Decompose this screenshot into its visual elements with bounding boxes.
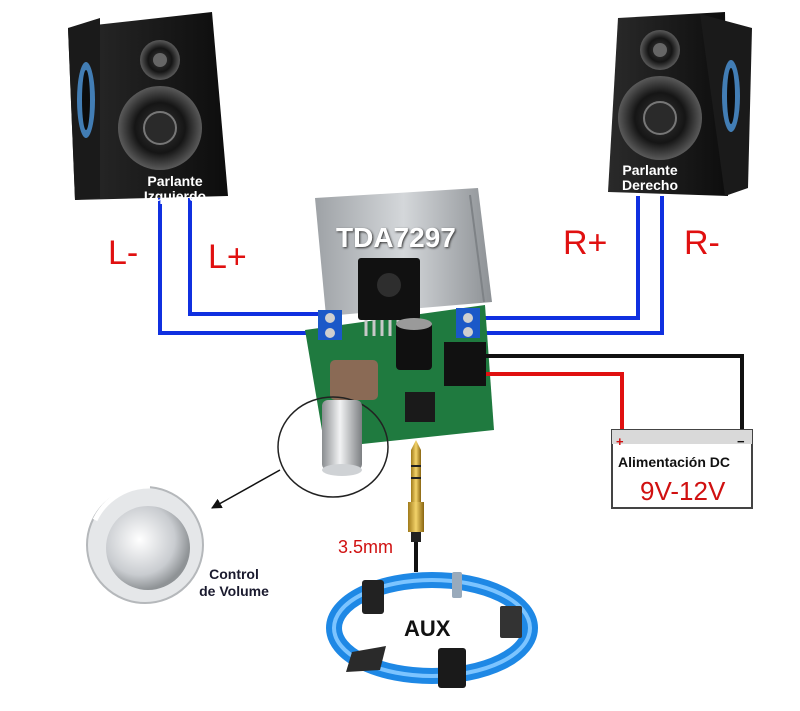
laptop-icon (346, 646, 386, 672)
wire-l-minus (158, 198, 330, 335)
right-speaker-label: Parlante Derecho (590, 163, 710, 193)
volume-highlight-circle (277, 396, 389, 498)
left-speaker-label-line2: Izquierdo (143, 188, 207, 204)
label-l-minus: L- (108, 234, 139, 272)
left-speaker (68, 12, 228, 200)
wire-r-minus (468, 196, 664, 335)
battery-minus-sign: − (737, 434, 745, 449)
volume-knob-large (86, 483, 204, 604)
right-speaker-label-line1: Parlante (622, 162, 678, 178)
aux-label: AUX (404, 616, 451, 641)
wire-r-plus (468, 196, 640, 320)
speaker-wires (158, 196, 664, 335)
aux-ring (326, 572, 538, 688)
phone-icon (362, 580, 384, 614)
audio-plug (408, 440, 424, 572)
volume-knob (322, 400, 362, 470)
left-speaker-label-line1: Parlante (147, 173, 203, 189)
tablet-icon (438, 648, 466, 688)
dc-jack (444, 342, 486, 386)
volume-label-line1: Control (209, 566, 259, 582)
label-r-plus: R+ (563, 224, 608, 262)
wire-positive (486, 372, 624, 432)
left-speaker-label: Parlante Izquierdo (115, 174, 235, 204)
label-l-plus: L+ (208, 238, 247, 276)
media-player-icon (500, 606, 522, 638)
battery-plus-sign: + (616, 434, 624, 449)
power-title: Alimentación DC (618, 454, 731, 470)
wire-l-plus (188, 198, 330, 316)
label-r-minus: R- (684, 224, 720, 262)
battery (611, 429, 753, 509)
right-speaker-label-line2: Derecho (621, 177, 679, 193)
pointer-arrow (211, 469, 281, 509)
mp3-player-icon (452, 572, 462, 598)
chip-label: TDA7297 (336, 222, 456, 253)
volume-label-line2: de Volume (199, 583, 269, 599)
volume-label: Control de Volume (186, 566, 282, 600)
capacitor (396, 322, 432, 370)
audio-jack-socket (405, 392, 435, 422)
power-voltage: 9V-12V (640, 476, 726, 506)
right-speaker (608, 12, 752, 196)
jack-label: 3.5mm (338, 537, 394, 557)
wire-negative (486, 354, 744, 432)
potentiometer (330, 360, 378, 400)
